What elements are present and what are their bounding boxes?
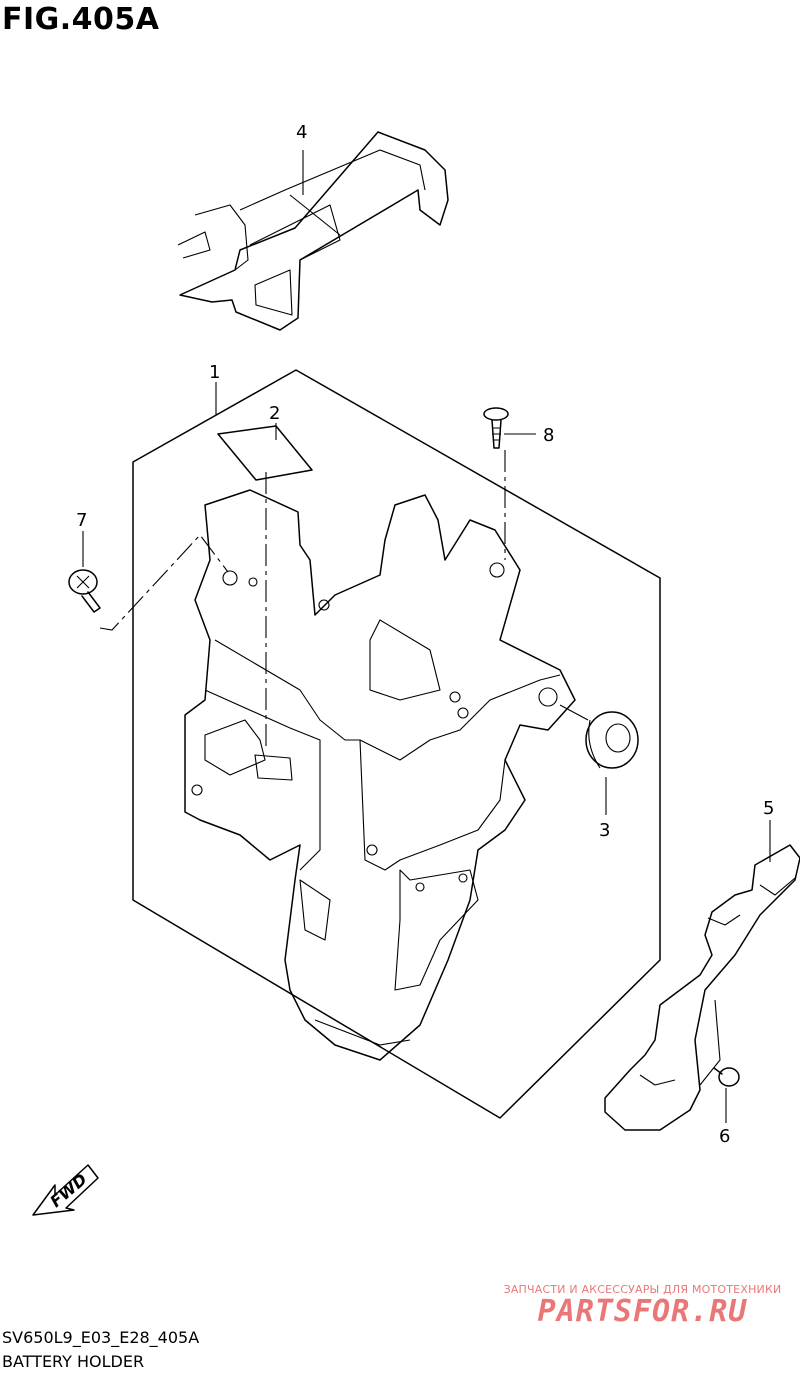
figure-code: SV650L9_E03_E28_405A [2,1328,200,1347]
figure-name: BATTERY HOLDER [2,1352,145,1371]
watermark-logo: PARTSFOR.RU [537,1294,748,1329]
callout-1: 1 [209,362,220,383]
callout-2: 2 [269,403,280,424]
callout-3: 3 [599,820,610,841]
part-8-screw [483,407,509,449]
callout-6: 6 [719,1126,730,1147]
assembly-frame [132,369,661,1119]
part-1-battery-holder [184,489,576,1061]
watermark: ЗАПЧАСТИ И АКСЕССУАРЫ ДЛЯ МОТОТЕХНИКИ PA… [490,1283,795,1329]
callout-7: 7 [76,510,87,531]
callout-8: 8 [543,425,554,446]
callout-4: 4 [296,122,307,143]
leader-lines [82,150,771,1123]
part-3-grommet [585,711,639,769]
part-4-bracket [177,131,449,331]
part-7-bolt [68,569,101,613]
part-2-label-strip [217,425,313,481]
callout-5: 5 [763,798,774,819]
fwd-arrow-icon [32,1164,99,1216]
figure-title: FIG.405A [2,2,160,37]
part-5-side-cover [604,844,800,1131]
part-6-clip [713,1067,740,1087]
watermark-tagline: ЗАПЧАСТИ И АКСЕССУАРЫ ДЛЯ МОТОТЕХНИКИ [503,1283,782,1296]
